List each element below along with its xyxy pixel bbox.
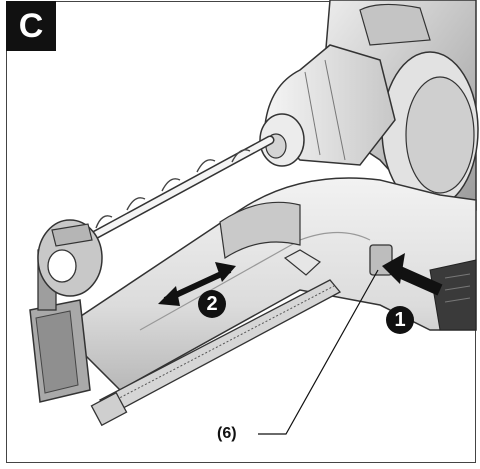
dust-extraction-body bbox=[58, 177, 477, 391]
step-1-badge: 1 bbox=[386, 306, 414, 334]
drill-bit bbox=[90, 135, 275, 240]
step-2-badge: 2 bbox=[198, 290, 226, 318]
push-arrow-icon bbox=[382, 253, 443, 296]
panel-label: C bbox=[6, 1, 56, 51]
depth-rail bbox=[90, 279, 342, 427]
double-arrow-icon bbox=[158, 262, 236, 306]
suction-head bbox=[29, 219, 103, 403]
drill-housing bbox=[319, 0, 479, 216]
callout-leader bbox=[258, 269, 379, 435]
callout-6-label: (6) bbox=[217, 425, 237, 442]
drill-chuck bbox=[259, 44, 396, 167]
